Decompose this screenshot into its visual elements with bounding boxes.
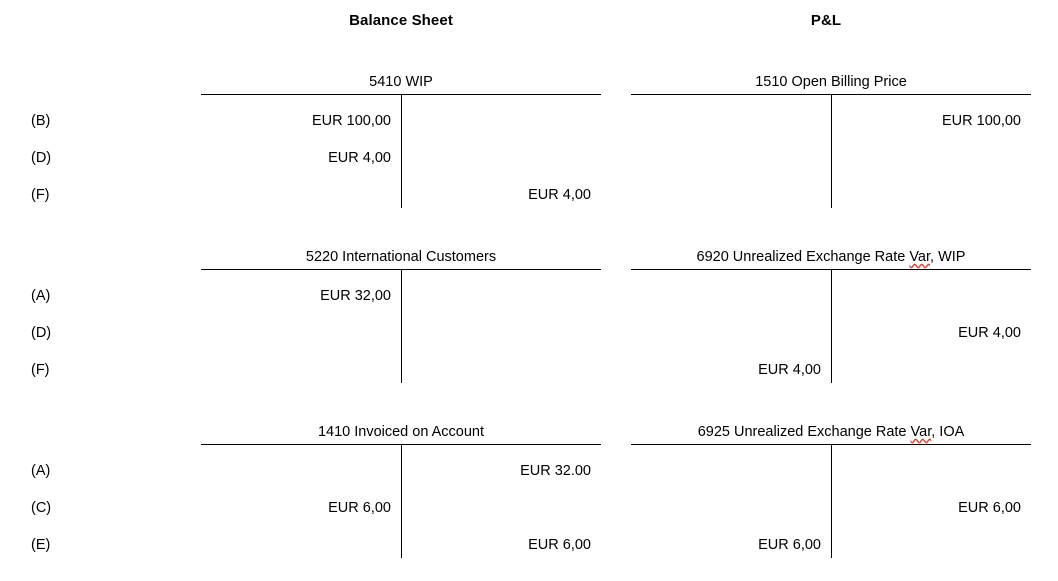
row-label: (D) <box>31 150 52 166</box>
credit-amount: EUR 32.00 <box>520 463 591 479</box>
spellcheck-underline-word: Var <box>909 249 931 265</box>
credit-amount: EUR 100,00 <box>942 113 1021 129</box>
credit-amount: EUR 4,00 <box>958 325 1021 341</box>
debit-amount: EUR 6,00 <box>328 500 391 516</box>
credit-amount: EUR 6,00 <box>958 500 1021 516</box>
column-header-profit-and-loss: P&L <box>810 12 842 29</box>
debit-amount: EUR 32,00 <box>320 288 391 304</box>
account-title-prefix: 6920 Unrealized Exchange Rate <box>696 249 910 265</box>
account-vertical-divider <box>401 94 402 208</box>
row-label: (C) <box>31 500 52 516</box>
account-vertical-divider <box>401 269 402 383</box>
account-title: 5410 WIP <box>369 74 433 90</box>
credit-amount: EUR 6,00 <box>528 537 591 553</box>
account-vertical-divider <box>831 269 832 383</box>
account-title-suffix: , IOA <box>931 424 965 440</box>
account-vertical-divider <box>831 94 832 208</box>
account-vertical-divider <box>831 444 832 558</box>
credit-amount: EUR 4,00 <box>528 187 591 203</box>
row-label: (E) <box>31 537 51 553</box>
debit-amount: EUR 4,00 <box>328 150 391 166</box>
account-title: 6925 Unrealized Exchange Rate Var, IOA <box>631 422 1031 442</box>
account-title: 1510 Open Billing Price <box>755 74 907 90</box>
account-title-suffix: , WIP <box>930 249 966 265</box>
row-label: (A) <box>31 288 51 304</box>
account-title: 6920 Unrealized Exchange Rate Var, WIP <box>631 247 1031 267</box>
row-label: (D) <box>31 325 52 341</box>
column-header-balance-sheet: Balance Sheet <box>349 12 453 29</box>
row-label: (B) <box>31 113 51 129</box>
debit-amount: EUR 4,00 <box>758 362 821 378</box>
spellcheck-underline-word: Var <box>910 424 932 440</box>
account-title: 1410 Invoiced on Account <box>317 424 485 440</box>
account-vertical-divider <box>401 444 402 558</box>
row-label: (F) <box>31 362 50 378</box>
debit-amount: EUR 6,00 <box>758 537 821 553</box>
account-title-prefix: 6925 Unrealized Exchange Rate <box>697 424 911 440</box>
debit-amount: EUR 100,00 <box>312 113 391 129</box>
row-label: (A) <box>31 463 51 479</box>
row-label: (F) <box>31 187 50 203</box>
account-title: 5220 International Customers <box>305 249 497 265</box>
